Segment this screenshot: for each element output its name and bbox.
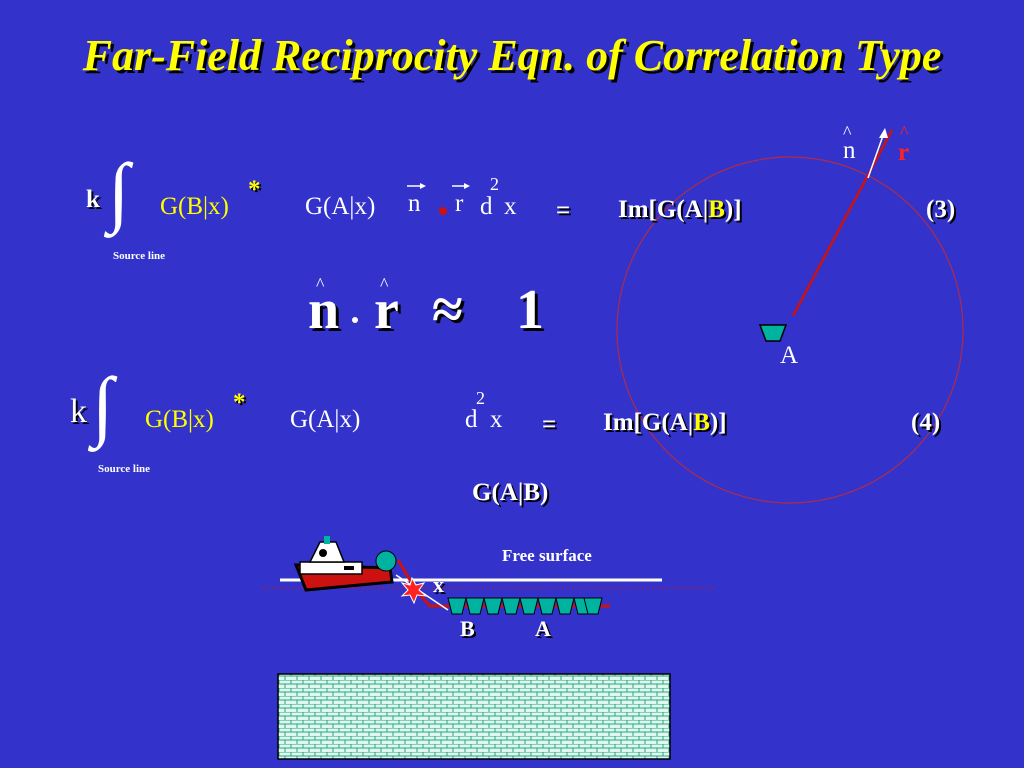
approx-one: 1 [516, 279, 544, 341]
eq3-r: r [455, 190, 464, 217]
eq4-g-b: G(B|x) [145, 406, 214, 433]
approx-symbol: ≈ [432, 279, 463, 341]
eq4-label: (4) [911, 409, 941, 436]
eq4-integral: ∫ [92, 361, 114, 448]
diagram-r-hat: r [898, 139, 910, 166]
eq3-sup2: 2 [490, 174, 499, 194]
eq4-x: x [490, 406, 503, 433]
eq3-im: Im[G(A|B)] [618, 196, 742, 223]
eq3-d: d [480, 193, 493, 220]
eq4-g-a: G(A|x) [290, 406, 361, 433]
eq4-star: * [233, 389, 246, 416]
eq3-star: * [248, 176, 261, 203]
far-field-circle [616, 156, 964, 504]
eq3-equals: = [556, 197, 571, 224]
survey-b-label: B [460, 616, 475, 641]
eq4-source-line: Source line [98, 463, 151, 475]
receiver-array [447, 597, 603, 615]
approx-r-hat: ^ [380, 274, 389, 294]
diagram-r-hat-caret: ^ [900, 122, 909, 142]
gab-label: G(A|B) [472, 479, 549, 506]
eq3-x: x [504, 193, 517, 220]
eq4-equals: = [542, 411, 557, 438]
source-burst-icon [400, 576, 428, 605]
eq4-d: d [465, 406, 478, 433]
approx-n: n [308, 279, 340, 341]
eq3-integral: ∫ [108, 147, 130, 234]
eq3-n: n [408, 190, 421, 217]
receiver-a-shape [758, 324, 788, 342]
approx-n-hat: ^ [316, 274, 325, 294]
eq3-k: k [86, 186, 100, 213]
eq3-g-b: G(B|x) [160, 193, 229, 220]
eq3-source-line: Source line [113, 250, 166, 262]
boat-icon [293, 536, 397, 592]
eq3-dot [439, 202, 447, 220]
approx-dot [352, 310, 358, 328]
slide-title: Far-Field Reciprocity Eqn. of Correlatio… [82, 31, 942, 80]
eq4-im: Im[G(A|B)] [603, 409, 727, 436]
eq4-k: k [70, 393, 87, 430]
diagram-a-label: A [780, 342, 799, 369]
eq3-label: (3) [926, 196, 956, 223]
approx-r: r [374, 279, 399, 341]
diagram-n-hat: n [843, 137, 856, 164]
eq4-sup2: 2 [476, 388, 485, 408]
seabed-block [277, 673, 671, 760]
free-surface-label: Free surface [502, 546, 592, 565]
diagram-n-hat-caret: ^ [843, 122, 852, 142]
survey-a-label: A [535, 616, 551, 641]
ray-line [791, 129, 894, 317]
survey-x-label: x [433, 572, 444, 597]
eq3-g-a: G(A|x) [305, 193, 376, 220]
